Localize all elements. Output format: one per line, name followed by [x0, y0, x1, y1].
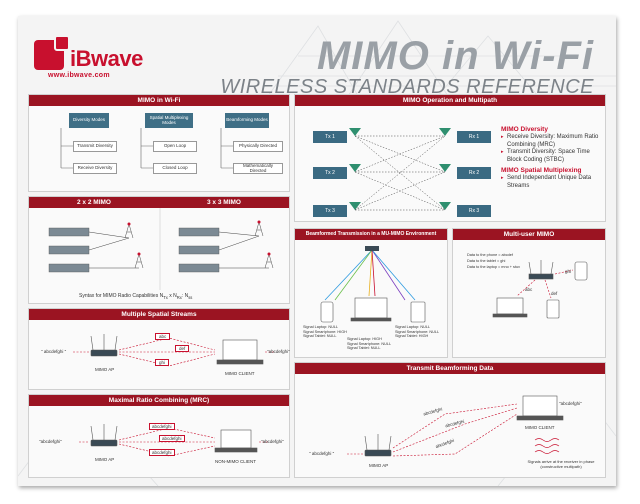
syntax-end: : N	[181, 293, 189, 299]
signal-list-2: Signal Laptop: HIGH Signal Smartphone: N…	[347, 337, 391, 351]
syntax-mid: x N	[167, 293, 177, 299]
syntax-tx: Tx	[163, 295, 168, 300]
diversity-heading: MIMO Diversity	[501, 126, 548, 133]
mu-row-1: Data to the phone = abcdef	[467, 253, 513, 257]
panel-beamformed: Beamformed Transmission in a MU-MIMO Env…	[294, 228, 448, 358]
multiplexing-heading: MIMO Spatial Multiplexing	[501, 167, 582, 175]
panel-mrc: Maximal Ratio Combining (MRC) "abcdefghi…	[28, 394, 290, 478]
brand-name: iBwave	[70, 46, 143, 71]
mrc-input: "abcdefghi"	[39, 439, 62, 444]
mrc-stream-2: abcdefghi	[159, 435, 185, 442]
closed-loop-box: Closed Loop	[153, 163, 197, 174]
tx-beamforming-diagram	[347, 395, 564, 457]
rx-2: Rx 2	[457, 167, 491, 179]
ibwave-logo-icon	[34, 35, 70, 70]
txbf-note: Signals arrive at the receiver in phase …	[527, 459, 595, 469]
mrc-output: "abcdefghi"	[261, 439, 284, 444]
signal-line: Signal Smartphone: NULL	[347, 341, 392, 346]
txbf-input: " abcdefghi "	[309, 451, 335, 456]
title-2x2: 2 x 2 MIMO	[77, 199, 111, 206]
beamforming-modes-header: Beamforming Modes	[225, 113, 269, 128]
panel-title: Transmit Beamforming Data	[295, 363, 605, 374]
multiuser-diagram	[492, 260, 588, 319]
poster-title: MIMO in Wi-Fi	[316, 34, 594, 78]
stream-abc: abc	[155, 333, 171, 340]
syntax-rx: Rx	[176, 295, 182, 300]
multiplexing-item-1: Send Independant Unique Data Streams	[501, 175, 603, 190]
rx-3: Rx 3	[457, 205, 491, 217]
poster: iBwave www.ibwave.com MIMO in Wi-Fi WIRE…	[18, 16, 616, 486]
panel-multiuser: Multi-user MIMO Data to the phone = abcd…	[452, 228, 606, 358]
stream-def: def	[175, 345, 190, 352]
open-loop-box: Open Loop	[153, 141, 197, 152]
mu-row-3: Data to the laptop = mno + stuv	[467, 265, 520, 269]
signal-line: Signal Tablet: HIGH	[395, 334, 429, 339]
panel-tx-beamforming: Transmit Beamforming Data " abcdefghi " …	[294, 362, 606, 478]
title-3x3: 3 x 3 MIMO	[207, 199, 241, 206]
mrc-client-label: NON-MIMO CLIENT	[215, 459, 256, 464]
panel-title: Beamformed Transmission in a MU-MIMO Env…	[295, 229, 447, 240]
txbf-ap-label: MIMO AP	[369, 463, 389, 468]
mu-tag-ghi: ghi	[565, 269, 572, 274]
mrc-ap-label: MIMO AP	[95, 457, 115, 462]
syntax-ss: ss	[188, 295, 193, 300]
tx-3: Tx 3	[313, 205, 347, 217]
mimo-syntax: Syntax for MIMO Radio Capabilities NTx x…	[79, 293, 192, 300]
syntax-text: Syntax for MIMO Radio Capabilities N	[79, 293, 164, 299]
spatial-streams-diagram	[73, 334, 275, 367]
mrc-diagram	[79, 424, 269, 457]
stream-output: "abcdefghi"	[267, 349, 290, 354]
panel-title: Maximal Ratio Combining (MRC)	[29, 395, 289, 406]
mu-tag-def: def	[551, 291, 558, 296]
panel-operation: MIMO Operation and Multipath Tx 1 Tx 2 T…	[294, 94, 606, 222]
physically-directed-box: Physically Directed	[233, 141, 283, 152]
signal-line: Signal Laptop: HIGH	[347, 337, 382, 341]
tx-2: Tx 2	[313, 167, 347, 179]
txbf-output: "abcdefghi"	[559, 401, 582, 406]
mimo-client-label: MIMO CLIENT	[225, 371, 255, 376]
diversity-item-1: Receive Diversity: Maximum Ratio Combini…	[501, 134, 603, 149]
signal-line: Signal Smartphone: NULL	[395, 329, 440, 334]
transmit-diversity-box: Transmit Diversity	[73, 141, 117, 152]
tx-1: Tx 1	[313, 131, 347, 143]
beamformed-diagram	[320, 246, 426, 323]
mathematically-directed-box: Mathematically Directed	[233, 163, 283, 174]
signal-line: Signal Tablet: NULL	[347, 346, 381, 351]
tree-connectors	[60, 128, 233, 169]
signal-list-1: Signal Laptop: NULL Signal Smartphone: H…	[303, 325, 347, 339]
stream-input: " abcdefghi "	[41, 349, 67, 354]
panel-title: Multiple Spatial Streams	[29, 309, 289, 320]
mrc-stream-3: abcdefghi	[149, 449, 175, 456]
mimo-bullets: MIMO Diversity Receive Diversity: Maximu…	[501, 123, 603, 190]
mimo-ap-label: MIMO AP	[95, 367, 115, 372]
panel-mimo-configs: 2 x 2 MIMO 3 x 3 MIMO Syntax for MIMO Ra…	[28, 196, 290, 304]
panel-mimo-in-wifi: MIMO in Wi-Fi Diversity Modes Transmit D…	[28, 94, 290, 192]
receive-diversity-box: Receive Diversity	[73, 163, 117, 174]
panel-title: 2 x 2 MIMO 3 x 3 MIMO	[29, 197, 289, 208]
mimo-config-diagram	[48, 208, 274, 290]
signal-line: Signal Laptop: NULL	[395, 325, 431, 329]
spatial-multiplexing-header: Spatial Multiplexing Modes	[145, 113, 193, 128]
mrc-stream-1: abcdefghi	[149, 423, 175, 430]
brand-url: www.ibwave.com	[48, 72, 110, 79]
diversity-modes-header: Diversity Modes	[69, 113, 109, 128]
signal-line: Signal Tablet: NULL	[303, 334, 337, 339]
diversity-item-2: Transmit Diversity: Space Time Block Cod…	[501, 149, 603, 164]
stream-ghi: ghi	[155, 359, 170, 366]
panel-title: Multi-user MIMO	[453, 229, 605, 240]
txbf-client-label: MIMO CLIENT	[525, 425, 555, 430]
rx-1: Rx 1	[457, 131, 491, 143]
multipath-diagram	[349, 128, 451, 211]
mu-tag-abc: abc	[525, 287, 533, 292]
mu-row-2: Data to the tablet = ghi	[467, 259, 506, 263]
poster-subtitle: WIRELESS STANDARDS REFERENCE	[220, 76, 594, 98]
panel-title: MIMO Operation and Multipath	[295, 95, 605, 106]
panel-spatial-streams: Multiple Spatial Streams " abcdefghi " a…	[28, 308, 290, 390]
signal-line: Signal Laptop: NULL	[303, 325, 339, 329]
signal-list-3: Signal Laptop: NULL Signal Smartphone: N…	[395, 325, 439, 339]
panel-title: MIMO in Wi-Fi	[29, 95, 289, 106]
signal-line: Signal Smartphone: HIGH	[303, 329, 347, 334]
